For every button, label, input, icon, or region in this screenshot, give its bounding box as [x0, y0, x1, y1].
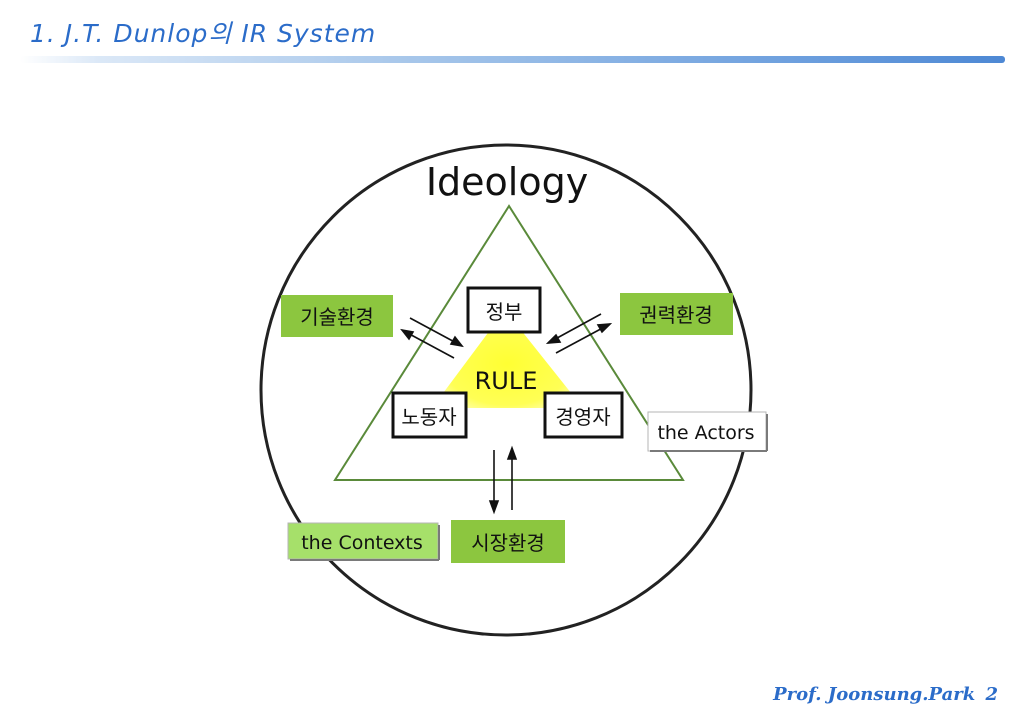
arrow-market-pair — [488, 445, 518, 515]
actor-labor-box: 노동자 — [391, 391, 468, 439]
context-power-label: 권력환경 — [639, 303, 713, 327]
contexts-callout: the Contexts — [287, 522, 440, 561]
footer-page-number: 2 — [985, 684, 998, 705]
actors-callout: the Actors — [647, 411, 768, 452]
rule-label: RULE — [475, 367, 538, 395]
actor-management-label: 경영자 — [555, 405, 610, 429]
actor-government-box: 정부 — [466, 286, 542, 334]
context-technology-box: 기술환경 — [281, 295, 393, 337]
actors-callout-label: the Actors — [657, 422, 754, 444]
title-underline-bar — [20, 56, 1005, 63]
footer-author: Prof. Joonsung.Park — [773, 684, 976, 705]
contexts-callout-label: the Contexts — [301, 532, 423, 554]
arrow-power-pair — [545, 313, 613, 354]
ideology-label: Ideology — [426, 160, 588, 204]
context-market-label: 시장환경 — [471, 531, 545, 555]
actor-government-label: 정부 — [486, 300, 523, 324]
rule-area — [432, 310, 583, 408]
arrow-technology-pair — [400, 317, 464, 359]
actor-labor-label: 노동자 — [401, 405, 456, 429]
slide-title: 1. J.T. Dunlop의 IR System — [30, 19, 377, 48]
context-power-box: 권력환경 — [620, 293, 733, 335]
actor-management-box: 경영자 — [543, 391, 624, 439]
slide-footer: Prof. Joonsung.Park 2 — [769, 684, 998, 705]
context-market-box: 시장환경 — [451, 520, 565, 563]
actors-triangle — [333, 204, 685, 481]
context-technology-label: 기술환경 — [300, 305, 374, 329]
